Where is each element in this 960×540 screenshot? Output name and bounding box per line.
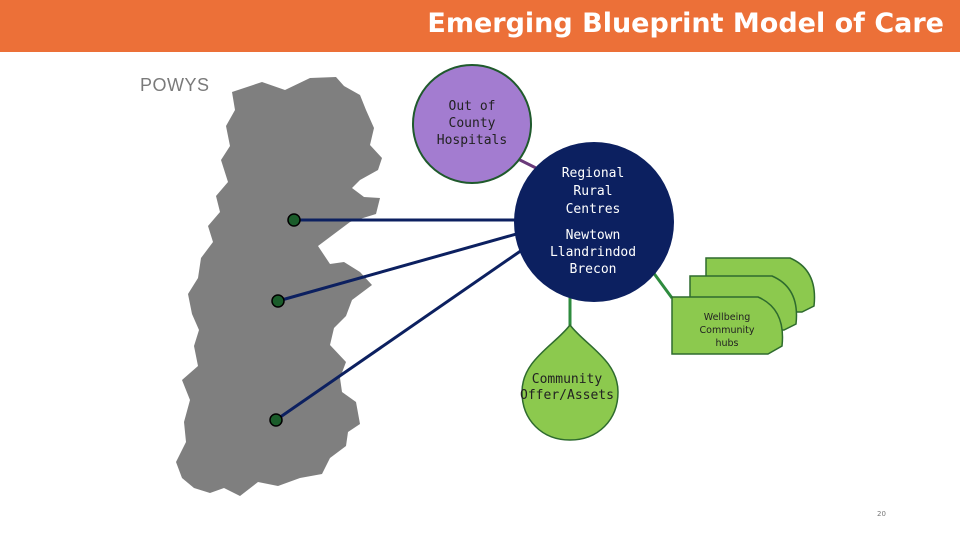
community-line-1: Community	[531, 372, 603, 387]
page-number: 20	[877, 510, 886, 518]
regional-centres-label: Regional Rural Centres	[526, 165, 660, 219]
map-point-north	[287, 213, 301, 227]
community-offer-label: Community Offer/Assets	[518, 372, 616, 404]
out-of-county-node	[412, 64, 532, 184]
regional-line-2: Rural	[573, 184, 613, 199]
town-brecon: Brecon	[569, 262, 617, 277]
link-mid	[277, 231, 521, 303]
region-label: POWYS	[140, 75, 210, 95]
regional-centres-node	[514, 142, 674, 302]
hubs-line-2: Community	[699, 325, 755, 336]
regional-line-3: Centres	[565, 202, 621, 217]
town-llandrindod: Llandrindod	[549, 245, 637, 260]
out-of-county-label: Out of County Hospitals	[434, 98, 510, 149]
header-bar	[0, 0, 960, 52]
town-newtown: Newtown	[565, 228, 621, 243]
out-of-county-line-2: County	[448, 116, 496, 131]
link-south	[275, 248, 523, 422]
hub-card-front	[671, 296, 784, 355]
out-of-county-line-1: Out of	[448, 99, 496, 114]
community-line-2: Offer/Assets	[520, 388, 614, 403]
hubs-line-3: hubs	[715, 338, 739, 349]
hubs-line-1: Wellbeing	[703, 312, 751, 323]
regional-line-1: Regional	[561, 166, 625, 181]
powys-map-shape	[176, 77, 382, 496]
map-point-south	[269, 413, 283, 427]
towns-label: Newtown Llandrindod Brecon	[526, 227, 660, 278]
wellbeing-hubs-label: Wellbeing Community hubs	[688, 311, 766, 350]
page-title: Emerging Blueprint Model of Care	[427, 8, 944, 39]
map-point-mid	[271, 294, 285, 308]
out-of-county-line-3: Hospitals	[436, 133, 508, 148]
community-offer-node	[521, 323, 619, 441]
